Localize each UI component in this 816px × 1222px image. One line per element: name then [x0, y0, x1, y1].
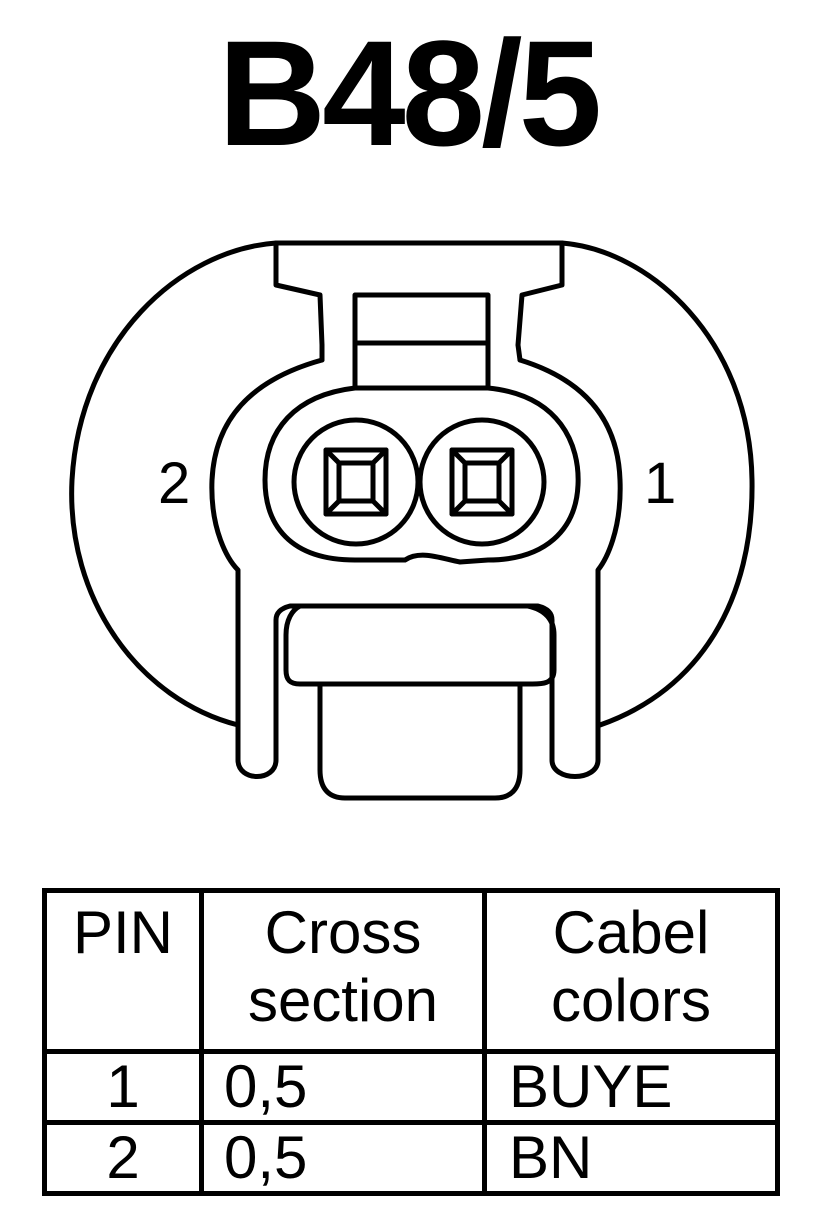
terminal-cavity-2: [291, 417, 421, 547]
pin-label-right: 1: [644, 451, 676, 516]
lower-shroud: [283, 603, 557, 687]
header-cable-colors: Cabel colors: [482, 888, 780, 1054]
cell-pin: 1: [42, 1049, 204, 1125]
terminal-1-inner: [462, 460, 502, 504]
connector-face-diagram: 2 1: [69, 240, 755, 801]
table-header-row: PIN Cross section Cabel colors: [42, 888, 780, 1054]
header-pin: PIN: [42, 888, 204, 1054]
connector-title: B48/5: [217, 9, 602, 177]
table-row: 1 0,5 BUYE: [42, 1049, 780, 1125]
cell-cable-color: BUYE: [482, 1049, 780, 1125]
table-row: 2 0,5 BN: [42, 1120, 780, 1196]
terminal-2-outer: [323, 447, 389, 517]
pin-assignment-table: PIN Cross section Cabel colors 1 0,5 BUY…: [42, 888, 780, 1196]
cell-pin: 2: [42, 1120, 204, 1196]
pin-label-left: 2: [158, 451, 190, 516]
cell-cable-color: BN: [482, 1120, 780, 1196]
latch-tab: [273, 240, 565, 363]
terminal-cavity-1: [417, 417, 547, 547]
pin-chamber: [262, 385, 581, 565]
header-cross-section: Cross section: [199, 888, 487, 1054]
lower-tab: [317, 683, 523, 801]
terminal-1-outer: [449, 447, 515, 517]
housing-outline: [69, 240, 755, 728]
terminal-2-inner: [336, 460, 376, 504]
cell-cross-section: 0,5: [199, 1120, 487, 1196]
cell-cross-section: 0,5: [199, 1049, 487, 1125]
